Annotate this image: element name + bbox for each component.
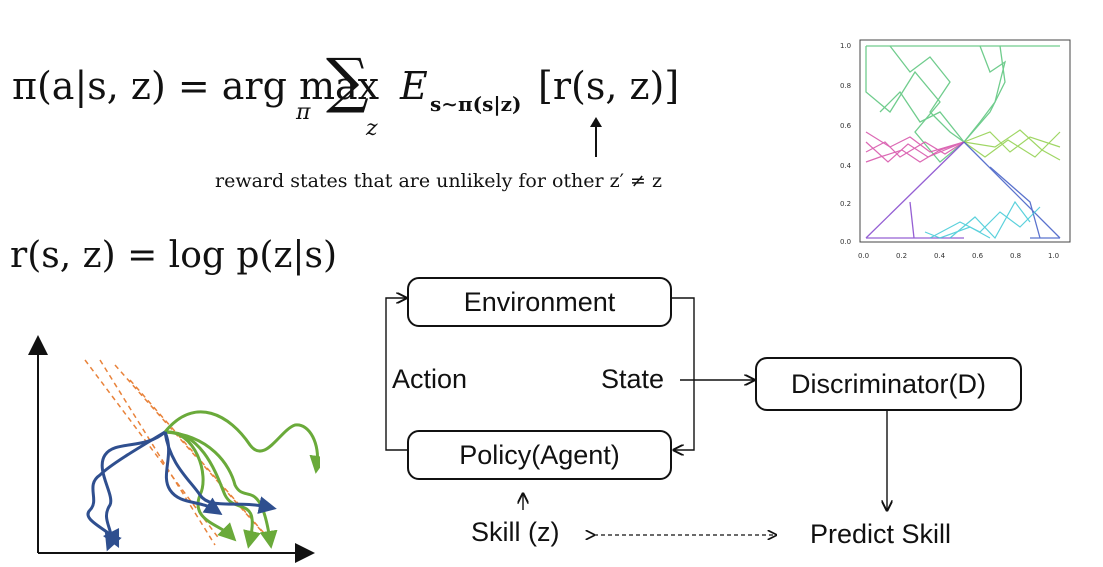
- policy-box: Policy(Agent): [407, 430, 672, 480]
- skill-label: Skill (z): [471, 517, 560, 547]
- policy-label: Policy(Agent): [459, 439, 620, 470]
- action-label: Action: [392, 364, 468, 394]
- state-loop: [672, 297, 695, 450]
- reward-term: [r(s, z)]: [538, 64, 680, 108]
- reward-note: reward states that are unlikely for othe…: [215, 170, 662, 192]
- x-tick-label: 0.0: [858, 252, 869, 260]
- y-tick-label: 0.0: [840, 238, 851, 246]
- y-tick-label: 0.4: [840, 162, 852, 170]
- state-label: State: [601, 364, 665, 394]
- x-tick-label: 0.4: [934, 252, 946, 260]
- skill-trajectory-plot: 1.0 0.8 0.6 0.4 0.2 0.0 0.0 0.2 0.4 0.6 …: [840, 39, 1071, 260]
- reward-up-arrow: [586, 117, 606, 161]
- action-loop: [385, 298, 408, 451]
- predict-skill-label: Predict Skill: [810, 519, 952, 549]
- x-tick-label: 0.6: [972, 252, 984, 260]
- objective-lhs: π(a|s, z) = arg max: [12, 64, 380, 108]
- x-tick-label: 0.8: [1010, 252, 1021, 260]
- expectation-symbol: E: [400, 64, 428, 108]
- y-tick-label: 1.0: [840, 42, 851, 50]
- y-tick-label: 0.6: [840, 122, 852, 130]
- max-subscript: π: [296, 100, 311, 125]
- reward-definition: r(s, z) = log p(z|s): [10, 235, 338, 276]
- y-tick-label: 0.8: [840, 82, 851, 90]
- environment-box: Environment: [407, 277, 672, 327]
- x-tick-label: 0.2: [896, 252, 907, 260]
- discriminator-box: Discriminator(D): [755, 357, 1022, 411]
- sum-symbol: ∑: [326, 46, 369, 116]
- environment-label: Environment: [463, 286, 616, 317]
- expectation-subscript: s∼π(s|z): [430, 92, 522, 116]
- y-tick-label: 0.2: [840, 200, 851, 208]
- discriminator-label: Discriminator(D): [791, 368, 986, 399]
- sum-subscript: z: [366, 116, 378, 141]
- trajectory-sketch: [28, 335, 320, 563]
- x-tick-label: 1.0: [1048, 252, 1059, 260]
